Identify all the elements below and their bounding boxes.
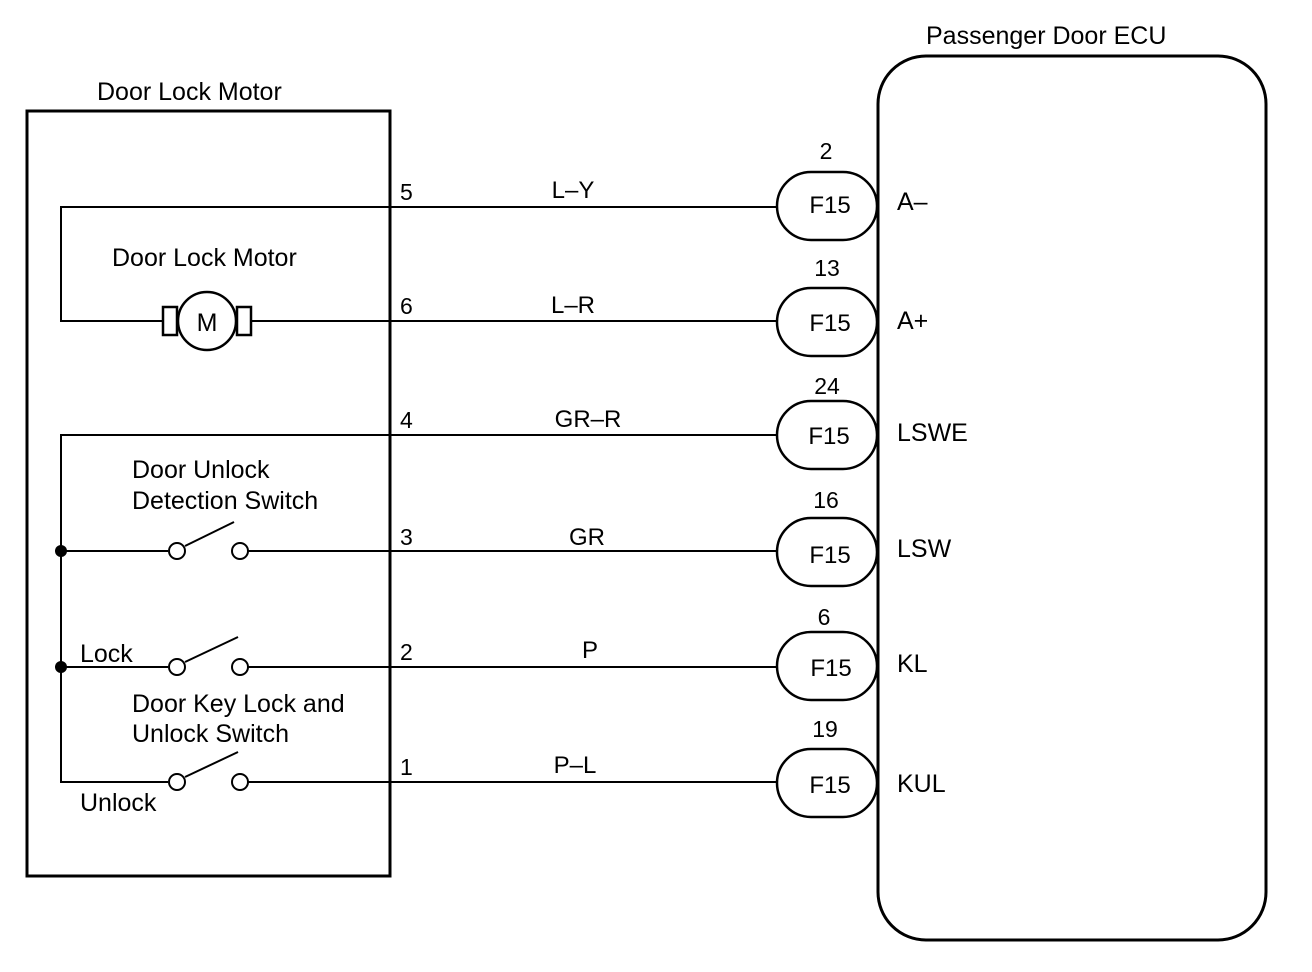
- unlock-detect-label-line2: Detection Switch: [132, 487, 318, 515]
- connection-row: 6 L–R F15 13 A+: [390, 255, 928, 358]
- unlock-detect-label-line1: Door Unlock: [132, 456, 270, 484]
- motor-pin-number: 4: [400, 407, 413, 433]
- ecu-terminal-name: A–: [897, 188, 928, 216]
- connection-row: 4 GR–R F15 24 LSWE: [390, 373, 968, 471]
- connector-label: F15: [808, 423, 849, 450]
- ecu-pin-number: 24: [814, 373, 840, 399]
- switch-common-bus: [60, 434, 390, 783]
- junction-dot: [55, 661, 67, 673]
- unlock-switch-icon: [168, 751, 390, 791]
- wire-color: L–Y: [552, 177, 595, 204]
- connector-label: F15: [809, 542, 850, 569]
- passenger-door-ecu-box: [876, 54, 1268, 942]
- lock-label: Lock: [80, 640, 133, 668]
- wire-color: L–R: [551, 292, 595, 319]
- ecu-terminal-name: LSWE: [897, 419, 968, 447]
- connector-f15: [775, 747, 879, 819]
- motor-label: Door Lock Motor: [112, 244, 297, 272]
- key-switch-label-line2: Unlock Switch: [132, 720, 289, 748]
- connector-f15: [775, 516, 879, 588]
- motor-pin-number: 3: [400, 524, 413, 550]
- connector-label: F15: [809, 772, 850, 799]
- ecu-pin-number: 2: [820, 138, 833, 164]
- ecu-terminal-name: A+: [897, 307, 928, 335]
- door-lock-motor-box: [25, 109, 392, 878]
- door-lock-motor-title: Door Lock Motor: [97, 78, 282, 106]
- motor-symbol-letter: M: [197, 309, 218, 337]
- motor-pin-number: 5: [400, 179, 413, 205]
- wire-color: P: [582, 637, 598, 664]
- lock-switch-icon: [168, 636, 390, 676]
- connector-f15: [775, 630, 879, 702]
- connection-row: 1 P–L F15 19 KUL: [390, 716, 946, 819]
- connector-label: F15: [809, 192, 850, 219]
- unlock-label: Unlock: [80, 789, 157, 817]
- junction-dot: [55, 545, 67, 557]
- connector-f15: [775, 170, 879, 242]
- motor-pin-number: 6: [400, 293, 413, 319]
- motor-pin-number: 1: [400, 754, 413, 780]
- connection-row: 3 GR F15 16 LSW: [390, 487, 952, 588]
- ecu-pin-number: 13: [814, 255, 840, 281]
- ecu-pin-number: 19: [812, 716, 838, 742]
- connection-row: 2 P F15 6 KL: [390, 604, 928, 702]
- connection-rows: 5 L–Y F15 2 A– 6 L–R F15 13 A+ 4 GR–R F1…: [390, 138, 968, 819]
- unlock-detect-switch-icon: [168, 521, 390, 560]
- connector-label: F15: [809, 310, 850, 337]
- motor-pin-number: 2: [400, 639, 413, 665]
- wire-color: P–L: [554, 752, 597, 779]
- passenger-door-ecu-title: Passenger Door ECU: [926, 22, 1166, 50]
- connection-row: 5 L–Y F15 2 A–: [390, 138, 928, 242]
- ecu-terminal-name: LSW: [897, 535, 952, 563]
- wire-color: GR: [569, 524, 605, 551]
- connector-f15: [775, 286, 879, 358]
- wire-color: GR–R: [555, 406, 622, 433]
- connector-f15: [775, 399, 879, 471]
- ecu-terminal-name: KUL: [897, 770, 946, 798]
- key-switch-label-line1: Door Key Lock and: [132, 690, 345, 718]
- ecu-terminal-name: KL: [897, 650, 928, 678]
- motor-circuit: [60, 206, 390, 322]
- ecu-pin-number: 6: [818, 604, 831, 630]
- connector-label: F15: [810, 655, 851, 682]
- ecu-pin-number: 16: [813, 487, 839, 513]
- motor-symbol: [161, 290, 253, 352]
